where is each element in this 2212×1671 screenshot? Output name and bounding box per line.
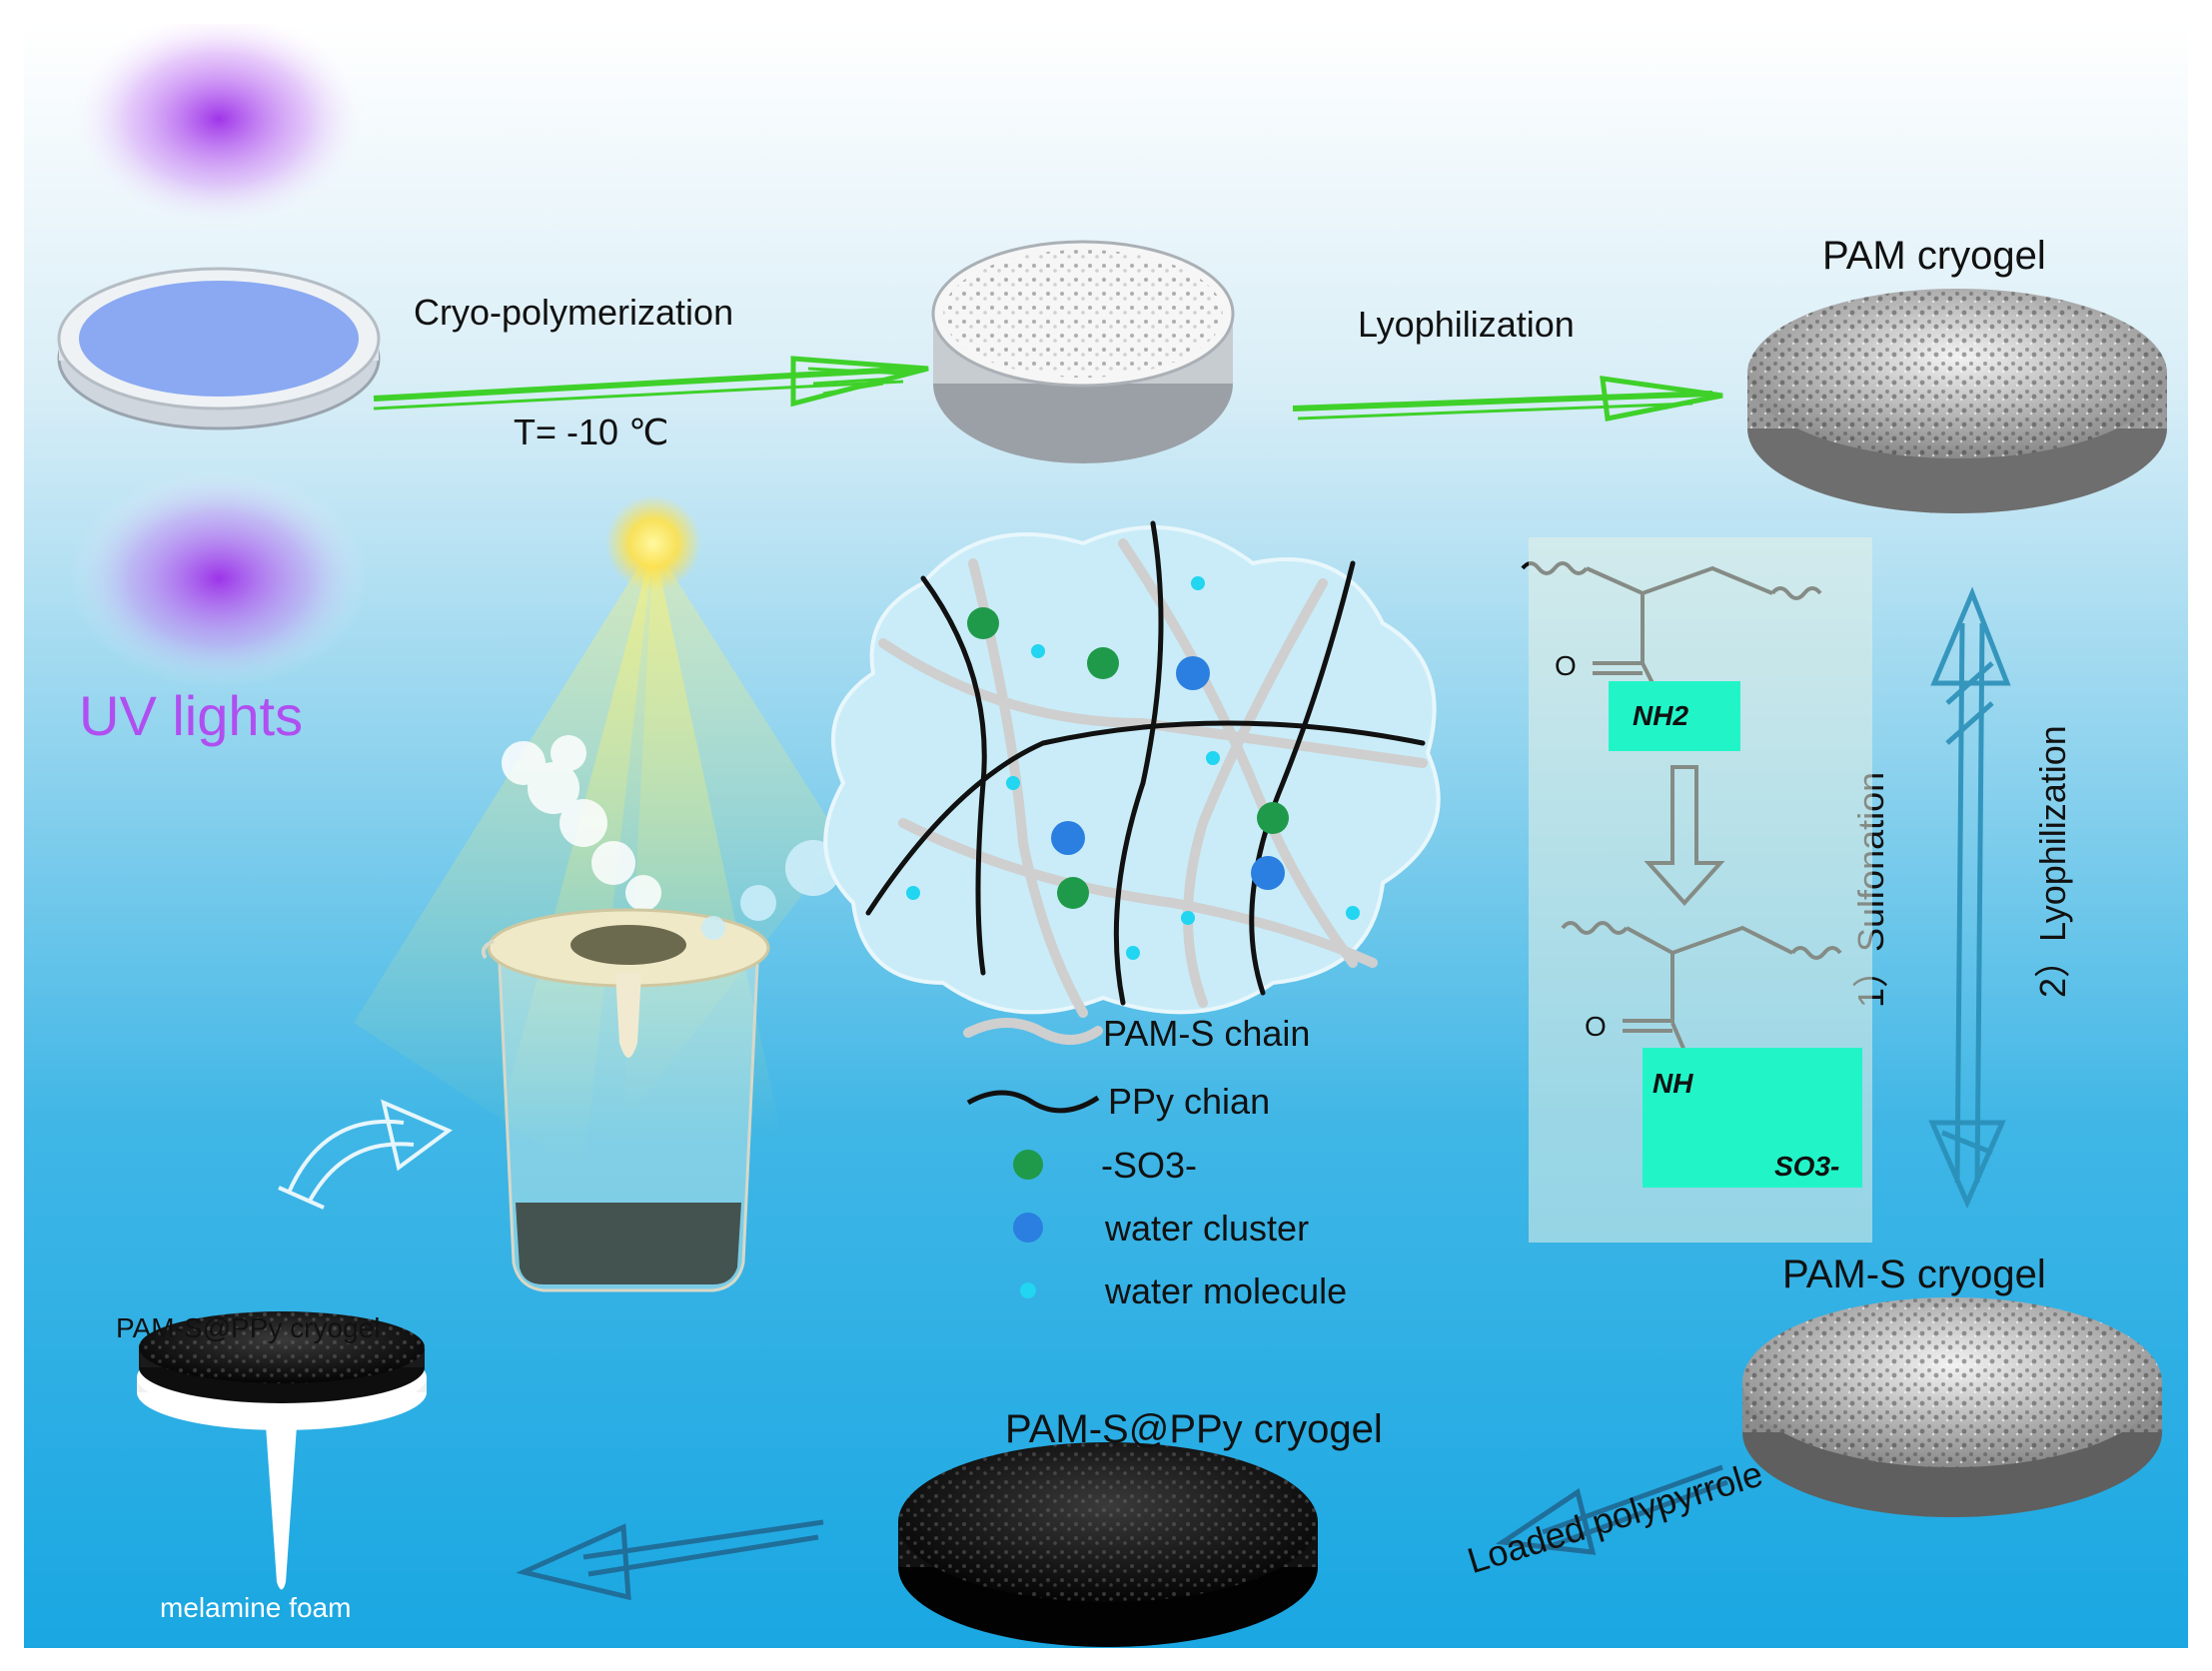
legend-mark-so3 bbox=[1013, 1150, 1043, 1180]
sketch-arrow-vertical bbox=[1928, 586, 2011, 1210]
label-uv-lights: UV lights bbox=[79, 684, 304, 747]
label-pam-s-ppy-cryogel: PAM-S@PPy cryogel bbox=[1005, 1407, 1383, 1451]
steam bbox=[502, 735, 661, 911]
legend-mark-cluster bbox=[1013, 1213, 1043, 1243]
sketch-arrow-back bbox=[516, 1519, 824, 1601]
legend-water-cluster: water cluster bbox=[1105, 1208, 1309, 1250]
arrow-cryo-polymerization bbox=[373, 356, 929, 411]
diagram-graphics bbox=[57, 24, 2167, 1647]
label-pam-cryogel: PAM cryogel bbox=[1822, 234, 2046, 278]
uv-glow-bottom bbox=[69, 468, 369, 688]
legend-so3: -SO3- bbox=[1101, 1145, 1197, 1187]
pam-cryogel-disc bbox=[1747, 289, 2167, 513]
chem-nh: NH bbox=[1653, 1068, 1693, 1099]
diagram-canvas: Cryo-polymerization T= -10 ℃ Lyophilizat… bbox=[24, 24, 2188, 1648]
label-pam-s-ppy-cryogel-device: PAM-S@PPy cryogel bbox=[116, 1312, 381, 1343]
legend-pam-s-chain: PAM-S chain bbox=[1103, 1013, 1310, 1055]
label-temperature: T= -10 ℃ bbox=[514, 412, 669, 452]
legend-text-so3: -SO3- bbox=[1101, 1145, 1198, 1186]
petri-dish-frozen bbox=[931, 240, 1235, 463]
network-cloud bbox=[701, 520, 1441, 1018]
pam-s-cryogel-disc bbox=[1742, 1297, 2162, 1517]
legend-water-molecule: water molecule bbox=[1105, 1270, 1347, 1312]
arrow-lyophilization bbox=[1292, 376, 1723, 421]
beaker-device bbox=[481, 908, 770, 1292]
legend-mark-ppy bbox=[966, 1090, 1100, 1114]
chem-nh2: NH2 bbox=[1633, 700, 1689, 731]
chem-o-top: O bbox=[1555, 650, 1577, 681]
chem-o-bottom: O bbox=[1585, 1011, 1607, 1042]
pam-s-ppy-cryogel-disc bbox=[898, 1442, 1318, 1647]
label-lyophilization: Lyophilization bbox=[1358, 304, 1575, 345]
legend-text-ppy: PPy chian bbox=[1108, 1081, 1271, 1122]
uv-glow-top bbox=[69, 24, 369, 229]
legend-text-pam-s: PAM-S chain bbox=[1103, 1013, 1311, 1054]
legend-text-cluster: water cluster bbox=[1105, 1208, 1310, 1249]
label-lyophilization-step: 2）Lyophilization bbox=[2032, 725, 2073, 998]
nh2-highlight bbox=[1609, 681, 1740, 751]
label-pam-s-cryogel: PAM-S cryogel bbox=[1782, 1253, 2046, 1296]
chem-so3: SO3- bbox=[1774, 1151, 1840, 1182]
legend-mark-molecule bbox=[1020, 1282, 1036, 1298]
sketch-arrow-loaded bbox=[1495, 1464, 1728, 1555]
legend-mark-pam-s bbox=[963, 1018, 1103, 1045]
legend-text-molecule: water molecule bbox=[1105, 1270, 1348, 1311]
label-cryo-polymerization: Cryo-polymerization bbox=[414, 292, 734, 333]
so3-highlight bbox=[1643, 1048, 1862, 1188]
label-melamine-foam: melamine foam bbox=[160, 1592, 352, 1623]
evaporator-device bbox=[137, 1311, 427, 1590]
legend-ppy-chain: PPy chian bbox=[1108, 1081, 1270, 1123]
sketch-arrow-curved bbox=[278, 1099, 453, 1210]
petri-dish-solution bbox=[57, 267, 381, 430]
